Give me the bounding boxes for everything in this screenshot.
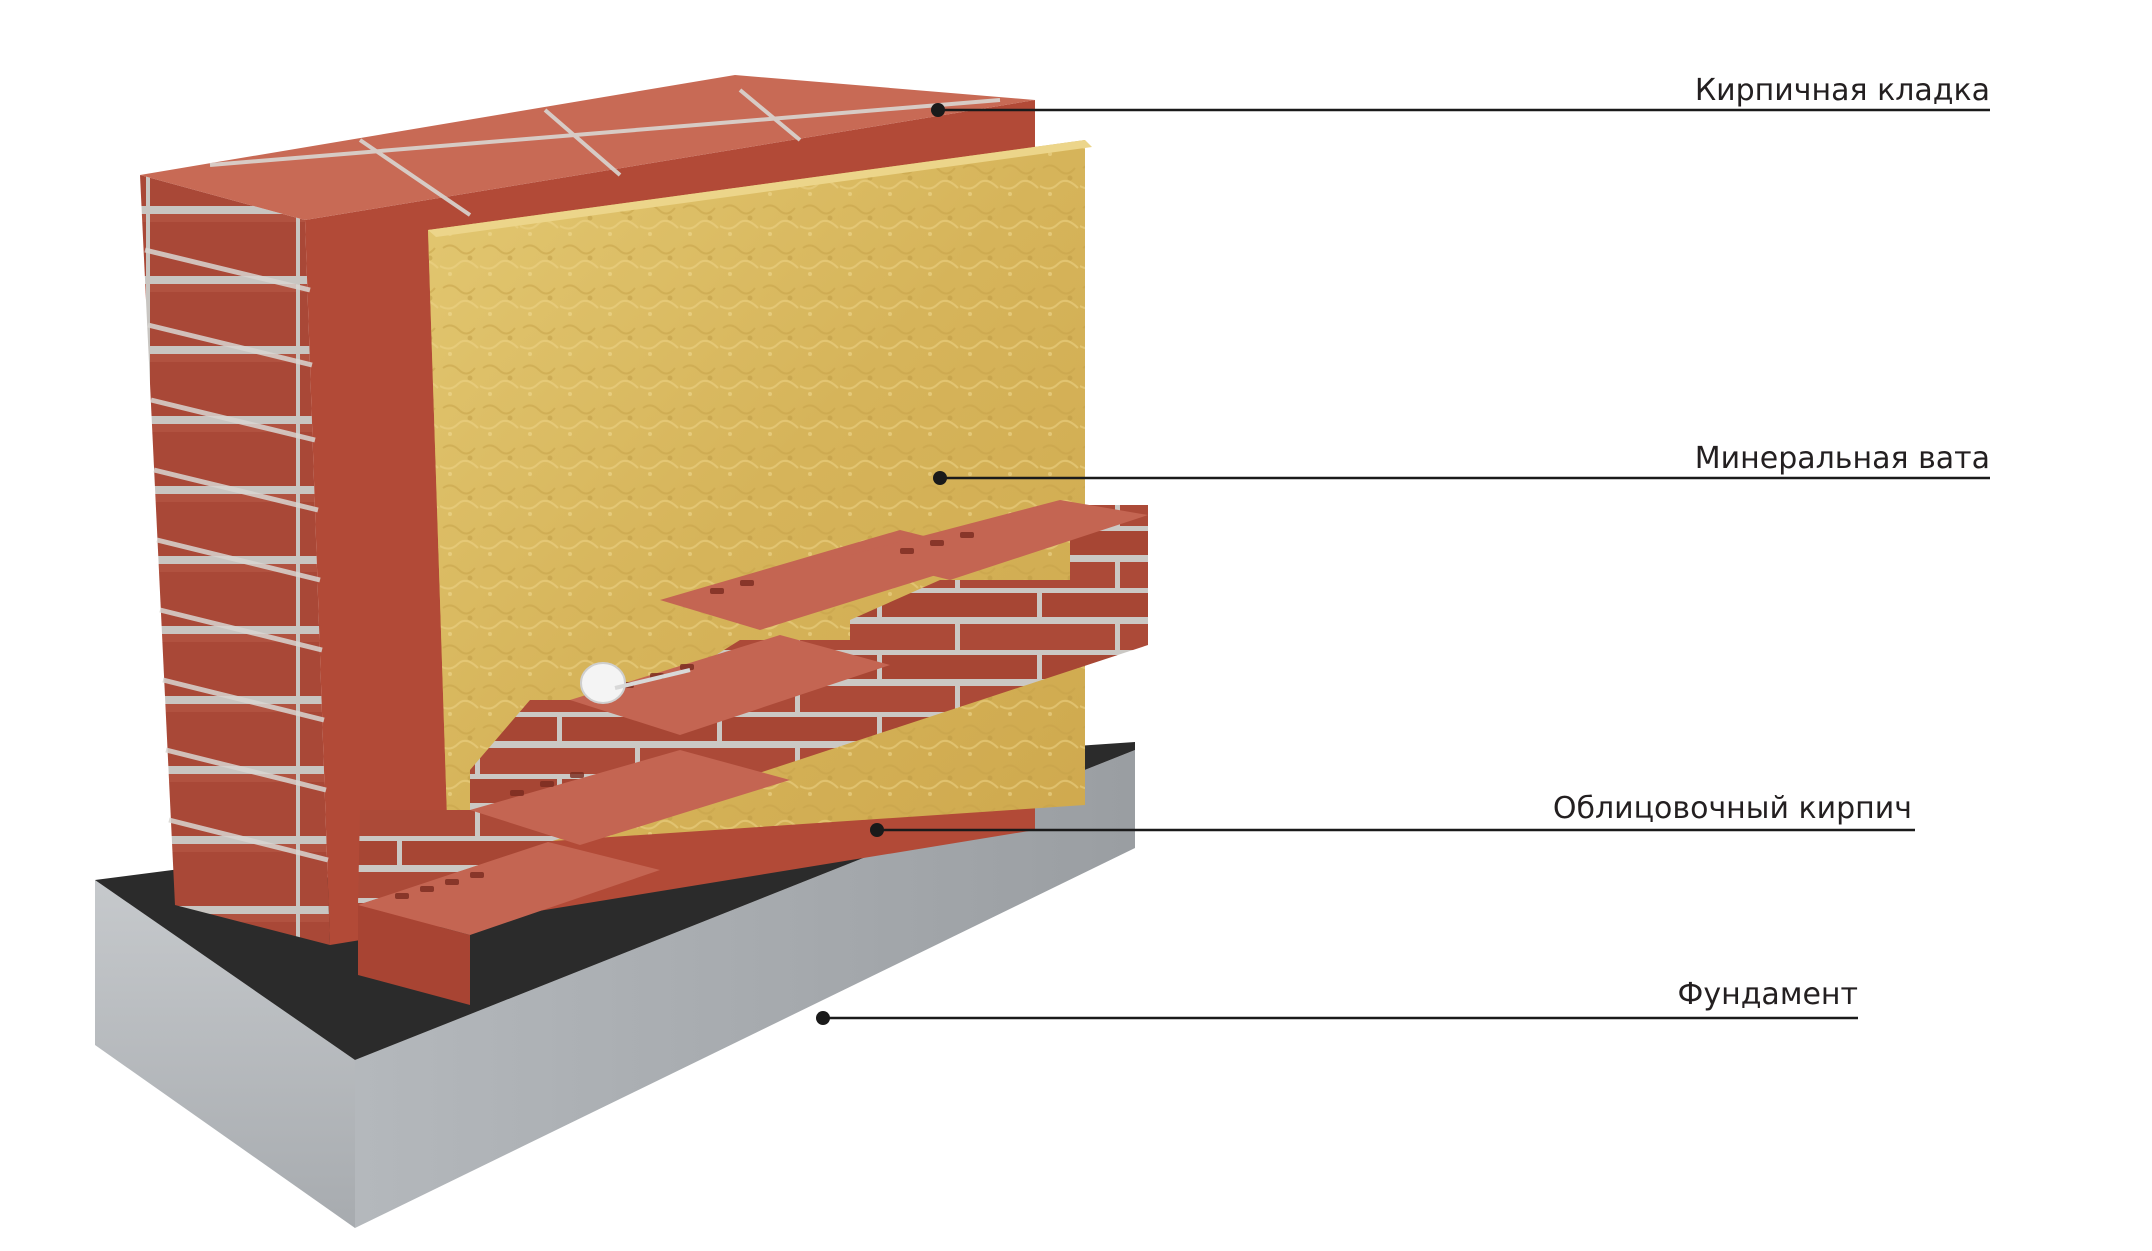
callout-brick-masonry: Кирпичная кладка [931,73,1990,117]
callout-facing-brick: Облицовочный кирпич [870,791,1915,837]
label-foundation: Фундамент [1678,977,1859,1012]
callout-foundation: Фундамент [816,977,1858,1025]
callout-mineral-wool: Минеральная вата [933,441,1990,485]
facing-brick-end [358,905,470,1005]
facing-brick-wall [358,500,1148,1005]
label-mineral-wool: Минеральная вата [1695,441,1990,476]
foundation-front [95,880,355,1228]
foundation-side [355,750,1135,1228]
label-facing-brick: Облицовочный кирпич [1553,791,1912,826]
perforated-brick-tops [358,500,1148,935]
label-brick-masonry: Кирпичная кладка [1695,73,1990,108]
wall-tie-anchor [580,662,691,704]
